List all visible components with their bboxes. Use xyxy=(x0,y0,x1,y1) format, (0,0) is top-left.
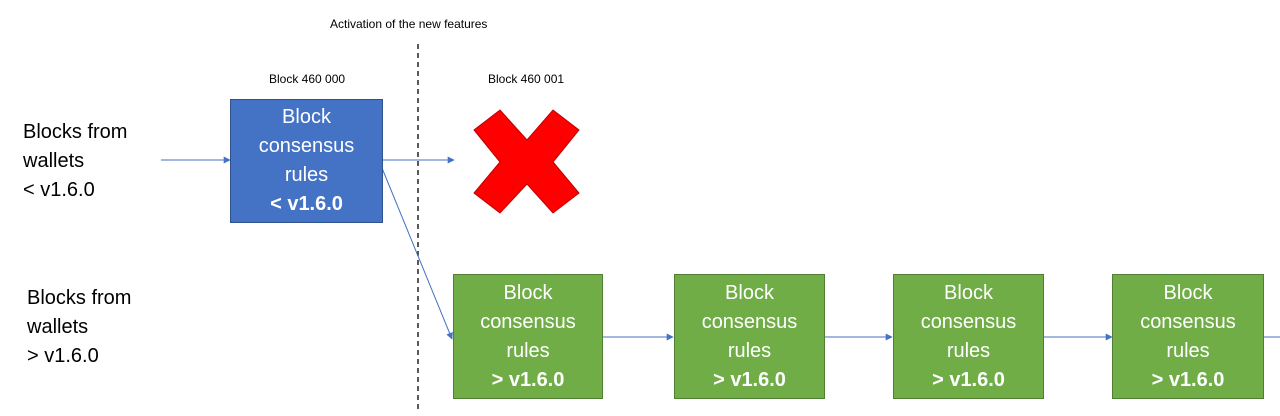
block-text-line-3: rules xyxy=(506,339,550,362)
red-cross-icon xyxy=(473,109,580,214)
block-label-460000: Block 460 000 xyxy=(269,72,346,86)
block-text-line-2: consensus xyxy=(920,310,1017,333)
block-version: > v1.6.0 xyxy=(932,368,1005,391)
side-label-new-line-3: > v1.6.0 xyxy=(27,345,99,367)
block-text-line-2: consensus xyxy=(701,310,798,333)
side-label-old-wallets: Blocks from wallets < v1.6.0 xyxy=(23,118,127,205)
side-label-old-line-2: wallets xyxy=(23,150,85,172)
new-consensus-block-4: Block consensus rules > v1.6.0 xyxy=(1112,274,1264,399)
side-label-new-line-2: wallets xyxy=(27,316,89,338)
side-label-old-line-1: Blocks from xyxy=(23,121,128,143)
new-consensus-block-3: Block consensus rules > v1.6.0 xyxy=(893,274,1044,399)
new-consensus-block-2: Block consensus rules > v1.6.0 xyxy=(674,274,825,399)
block-text-line-1: Block xyxy=(503,281,553,304)
block-text-line-2: consensus xyxy=(258,135,355,157)
old-consensus-block: Block consensus rules < v1.6.0 xyxy=(230,99,383,223)
block-text-line-3: rules xyxy=(284,164,329,186)
block-version: > v1.6.0 xyxy=(1151,368,1225,391)
block-text-line-3: rules xyxy=(946,339,991,362)
block-text-line-1: Block xyxy=(725,281,774,304)
side-label-new-wallets: Blocks from wallets > v1.6.0 xyxy=(27,284,131,371)
arrow-fork-to-new-chain xyxy=(381,167,453,340)
block-label-460001: Block 460 001 xyxy=(488,72,565,86)
block-text-line-1: Block xyxy=(282,106,331,128)
block-version: > v1.6.0 xyxy=(713,368,786,391)
block-text-line-2: consensus xyxy=(480,310,576,333)
new-consensus-block-1: Block consensus rules > v1.6.0 xyxy=(453,274,603,399)
activation-label: Activation of the new features xyxy=(330,17,488,31)
side-label-new-line-1: Blocks from xyxy=(27,287,132,309)
block-version: < v1.6.0 xyxy=(270,193,343,215)
block-text-line-2: consensus xyxy=(1140,310,1236,333)
block-text-line-1: Block xyxy=(1163,281,1213,304)
block-text-line-1: Block xyxy=(944,281,993,304)
block-text-line-3: rules xyxy=(727,339,772,362)
block-text-line-3: rules xyxy=(1166,339,1210,362)
side-label-old-line-3: < v1.6.0 xyxy=(23,179,95,201)
block-version: > v1.6.0 xyxy=(491,368,565,391)
